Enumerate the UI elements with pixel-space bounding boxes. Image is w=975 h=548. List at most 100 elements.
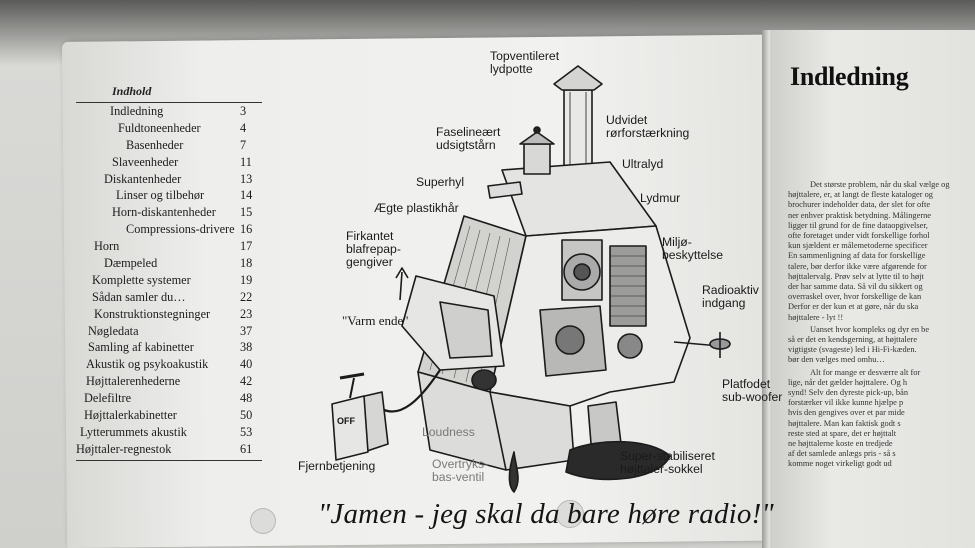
toc-entry-page: 48 (240, 391, 253, 406)
toc-entry: Compressions-drivere 16 (76, 221, 262, 238)
toc-entry-page: 7 (240, 137, 247, 152)
toc-entry: Linser og tilbehør 14 (76, 187, 262, 204)
toc-entry-page: 42 (240, 374, 253, 389)
toc-entry-label: Akustik og psykoakustik (86, 357, 209, 372)
body-text-line: ne højttalerne koste en tredjede (788, 439, 893, 449)
body-text-line: forstærker vil ikke kunne hjælpe p (788, 398, 904, 408)
toc-divider (76, 459, 262, 461)
toc-title: Indhold (76, 84, 262, 103)
label-lydmur: Lydmur (640, 191, 681, 205)
binder-hole (250, 508, 276, 534)
toc-entry-page: 13 (240, 171, 253, 186)
body-text-line: højttalere - lyt !! (788, 312, 844, 322)
toc-entry-page: 18 (240, 256, 253, 271)
toc-entry-page: 4 (240, 120, 247, 135)
toc-entry: Indledning 3 (76, 103, 262, 120)
toc-entry-label: Højttalerenhederne (86, 374, 181, 389)
toc-entry-label: Nøgledata (88, 323, 139, 338)
body-text-line: højttalervalg. Prøv selv at lytte til to… (788, 271, 924, 281)
toc-entry-label: Compressions-drivere (126, 222, 235, 237)
label-ultralyd: Ultralyd (622, 157, 664, 171)
toc-entry-page: 61 (240, 441, 253, 456)
body-text-line: kun sjældent er målemetoderne specificer (788, 241, 928, 251)
toc-entry-label: Lytterummets akustik (80, 424, 187, 439)
body-text-line: så er det en kendsgerning, at højttalere (788, 335, 918, 345)
toc-entry: Nøgledata 37 (76, 323, 262, 340)
toc-entry-label: Basenheder (126, 137, 184, 152)
body-text-line: ner enhver praktisk betydning. Målingern… (788, 210, 932, 220)
toc-entry-page: 23 (240, 306, 253, 321)
chapter-heading: Indledning (790, 62, 909, 91)
toc-entry-label: Delefiltre (84, 391, 132, 406)
toc-entry-label: Horn-diskantenheder (112, 205, 216, 220)
body-text-line: komme noget virkeligt godt ud (788, 459, 892, 469)
toc-entry: Akustik og psykoakustik 40 (76, 356, 262, 373)
toc-entry-page: 37 (240, 323, 253, 338)
toc-entry-page: 19 (240, 272, 253, 287)
body-text-line: Uanset hvor kompleks og dyr en be (810, 324, 930, 334)
switch-off-label: OFF (337, 416, 355, 426)
toc-entry-page: 15 (240, 205, 253, 220)
toc-entry-page: 14 (240, 188, 253, 203)
body-text-line: ofte foretaget under vidt forskellige fo… (788, 231, 930, 241)
body-text-line: Det største problem, når du skal vælge o… (810, 180, 950, 189)
label-miljo: Miljø-beskyttelse (662, 235, 723, 262)
toc-entry-label: Slaveenheder (112, 154, 179, 169)
body-text-line: der har samme data. Så vil du sikkert og (788, 282, 923, 292)
body-text-line: højttalere, er, at langt de fleste katal… (788, 190, 933, 200)
toc-entry: Basenheder 7 (76, 137, 262, 154)
toc-entry-label: Horn (94, 239, 120, 254)
toc-entry-label: Indledning (110, 104, 164, 118)
toc-entry-page: 53 (240, 424, 253, 439)
label-varm-ende: "Varm ende" (342, 313, 409, 328)
toc-entry-label: Højttaler-regnestok (76, 441, 172, 456)
chapter-body-text: Det største problem, når du skal vælge o… (788, 180, 975, 530)
illustration-caption: "Jamen - jeg skal da bare høre radio!" (318, 498, 774, 530)
body-text-line: ligger til grund for de fine dataopgivel… (788, 220, 928, 230)
body-text-line: brochurer indeholder data, der slet for … (788, 200, 931, 210)
toc-entry: Horn-diskantenheder 15 (76, 204, 262, 221)
right-page (772, 30, 975, 548)
toc-entry: Diskantenheder 13 (76, 171, 262, 188)
label-fjernbetjening: Fjernbetjening (298, 459, 376, 473)
label-overtryks: Overtryks-bas-ventil (432, 457, 489, 484)
toc-entry: Slaveenheder 11 (76, 154, 262, 171)
toc-entry-page: 3 (240, 104, 247, 118)
toc-entry: Fuldtoneenheder 4 (76, 120, 262, 137)
toc-entry-page: 16 (240, 222, 253, 237)
toc-entry-page: 11 (240, 154, 252, 169)
toc-entry-page: 50 (240, 408, 253, 423)
body-text-line: talere, bør derfor ikke være afgørende f… (788, 261, 927, 271)
body-text-line: lige, når det gælder højttalere. Og h (788, 377, 908, 387)
body-text-line: hvis den gengives over et par mide (788, 408, 905, 418)
toc-entry-label: Fuldtoneenheder (118, 120, 201, 135)
toc-entry: Højttaler-regnestok 61 (76, 441, 262, 458)
body-text-line: En sammenligning af data for forskellige (788, 251, 926, 261)
body-text-line: synd! Selv den dyreste pick-up, bån (788, 388, 909, 398)
body-text-line: reste sted at spare, det er højttalt (788, 428, 897, 438)
body-text-line: bør den vælges med omhu… (788, 355, 885, 365)
label-superhyl: Superhyl (416, 175, 465, 189)
toc-entry-label: Linser og tilbehør (116, 188, 205, 203)
body-text-line: vigtigste (svageste) led i Hi-Fi-kæden. (788, 345, 917, 355)
body-text-line: højttalere. Man kan faktisk godt s (788, 418, 901, 428)
toc-entry-label: Diskantenheder (104, 171, 182, 186)
speaker-drawing: OFF (331, 65, 731, 493)
toc-entry-page: 40 (240, 357, 253, 372)
toc-entry: Lytterummets akustik 53 (76, 424, 262, 441)
